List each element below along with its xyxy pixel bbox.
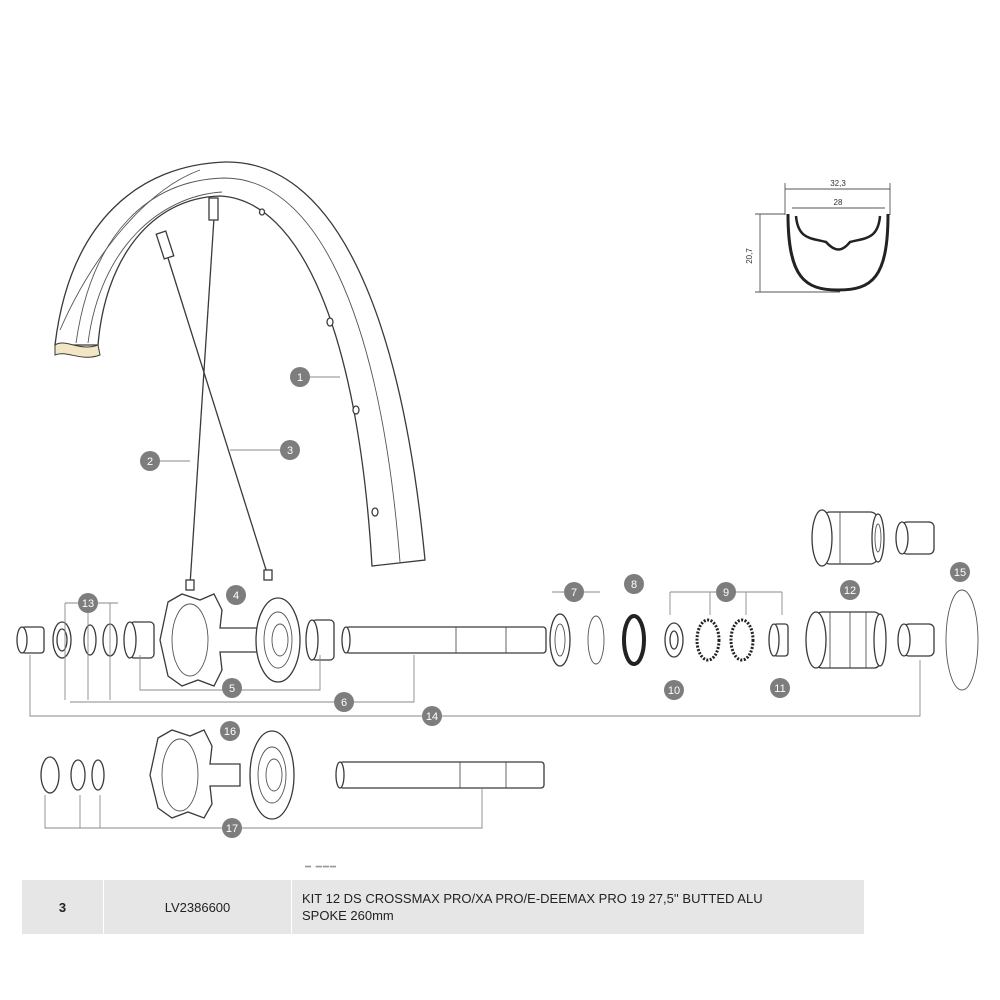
spokes: [155, 197, 273, 591]
callout-13: 13: [78, 593, 98, 613]
svg-text:13: 13: [82, 598, 94, 610]
callout-4: 4: [226, 585, 246, 605]
svg-text:14: 14: [426, 711, 438, 723]
svg-text:7: 7: [571, 587, 577, 599]
parts-table-row: 3 LV2386600 KIT 12 DS CROSSMAX PRO/XA PR…: [22, 880, 864, 934]
callout-5: 5: [222, 678, 242, 698]
svg-text:8: 8: [631, 579, 637, 591]
callout-7: 7: [564, 582, 584, 602]
callout-15: 15: [950, 562, 970, 582]
svg-text:15: 15: [954, 567, 966, 579]
cropped-header-text: ━ ━━━: [305, 862, 337, 870]
part-code: LV2386600: [104, 880, 292, 934]
callout-8: 8: [624, 574, 644, 594]
profile-height: 20,7: [745, 248, 754, 264]
svg-text:4: 4: [233, 590, 239, 602]
svg-text:2: 2: [147, 456, 153, 468]
callout-16: 16: [220, 721, 240, 741]
rim-segment: [54, 161, 426, 567]
profile-outer-width: 32,3: [830, 179, 846, 188]
svg-text:11: 11: [774, 683, 785, 695]
svg-text:5: 5: [229, 683, 235, 695]
freehub-body-xd: [811, 509, 935, 567]
callout-9: 9: [716, 582, 736, 602]
callout-12: 12: [840, 580, 860, 600]
svg-text:1: 1: [297, 372, 303, 384]
front-hub-row: [40, 729, 545, 820]
profile-inner-width: 28: [834, 198, 843, 207]
part-description-line1: KIT 12 DS CROSSMAX PRO/XA PRO/E-DEEMAX P…: [302, 891, 763, 906]
lockring-and-bearings: [549, 613, 789, 667]
callout-3: 3: [280, 440, 300, 460]
callout-14: 14: [422, 706, 442, 726]
freehub-body-shimano: [805, 589, 979, 691]
svg-text:9: 9: [723, 587, 729, 599]
callout-6: 6: [334, 692, 354, 712]
svg-text:3: 3: [287, 445, 293, 457]
svg-text:12: 12: [844, 585, 856, 597]
svg-text:10: 10: [668, 685, 680, 697]
callout-2: 2: [140, 451, 160, 471]
part-description: KIT 12 DS CROSSMAX PRO/XA PRO/E-DEEMAX P…: [292, 880, 864, 934]
svg-text:6: 6: [341, 697, 347, 709]
part-description-line2: SPOKE 260mm: [302, 908, 394, 923]
svg-text:17: 17: [226, 823, 238, 835]
part-ref: 3: [22, 880, 104, 934]
callout-1: 1: [290, 367, 310, 387]
callout-17: 17: [222, 818, 242, 838]
callout-11: 11: [770, 678, 790, 698]
rim-profile: 32,3 28 20,7: [745, 179, 891, 293]
callout-10: 10: [664, 680, 684, 700]
svg-text:16: 16: [224, 726, 236, 738]
